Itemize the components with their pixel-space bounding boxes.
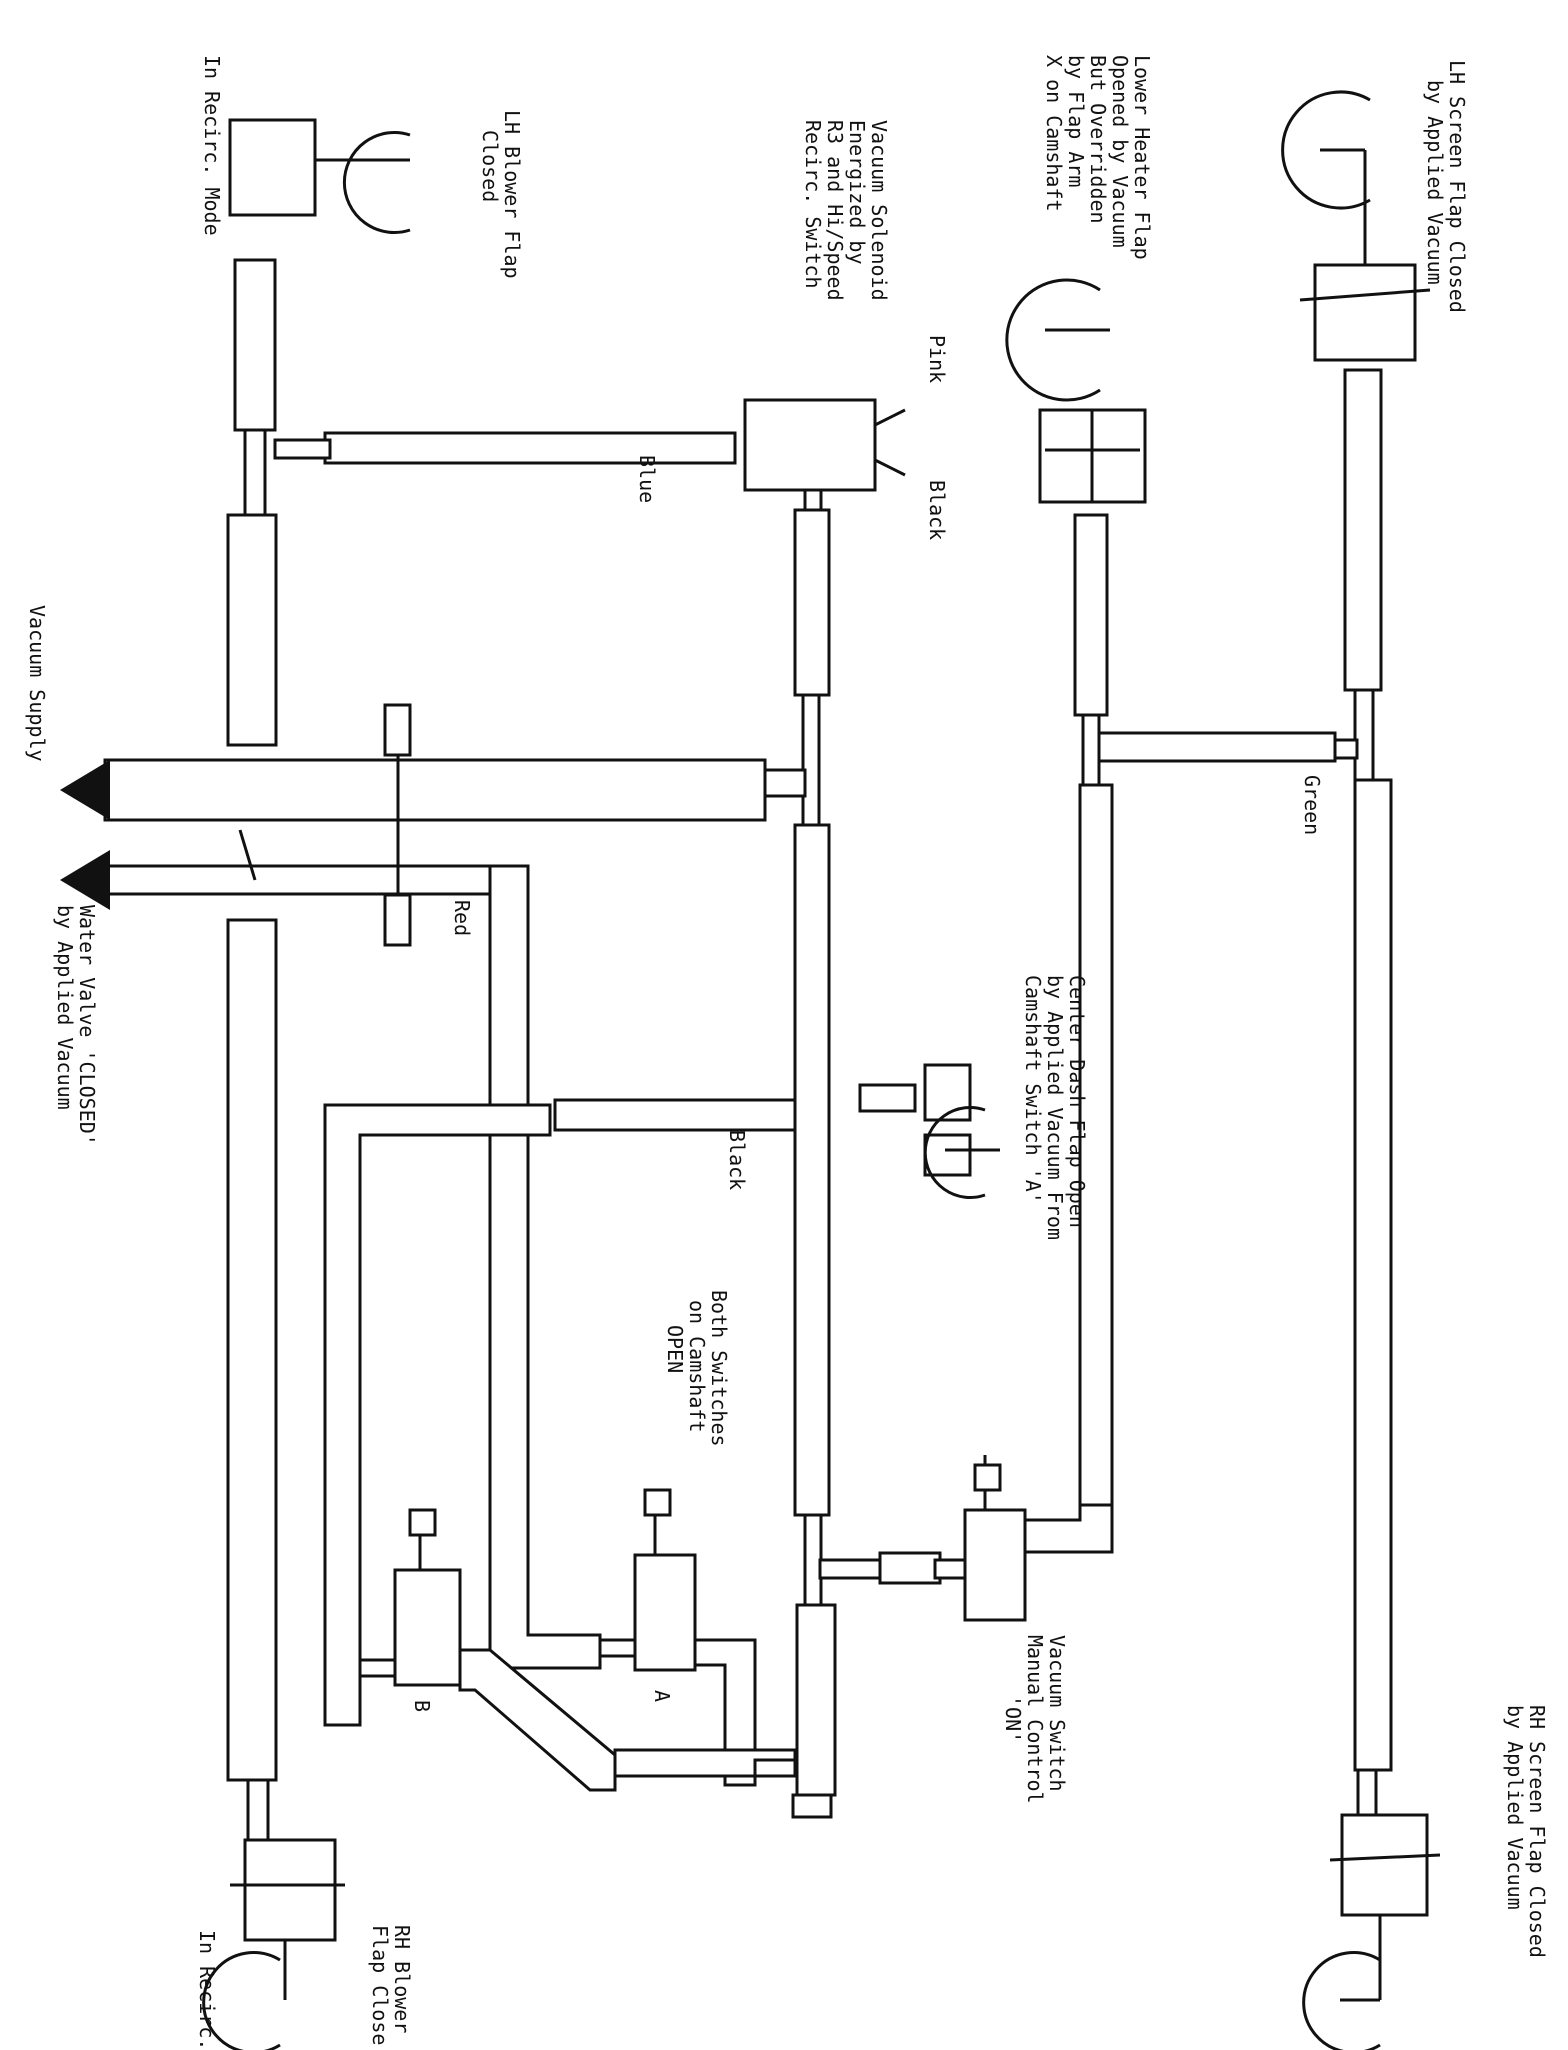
switch-b-supply-pipe <box>323 1103 552 1727</box>
svg-text:Camshaft Switch 'A': Camshaft Switch 'A' <box>1021 975 1045 1204</box>
blue-pipe <box>323 431 737 465</box>
green-pipe <box>1083 731 1337 763</box>
label-red: Red <box>450 900 474 936</box>
svg-text:Opened by Vacuum: Opened by Vacuum <box>1108 55 1132 248</box>
svg-text:by Applied Vacuum From: by Applied Vacuum From <box>1043 975 1067 1240</box>
lower-heater-flap-actuator <box>1005 278 1147 504</box>
svg-text:But Overridden: But Overridden <box>1086 55 1110 224</box>
label-center-dash-flap: Center Dash Flap Open by Applied Vacuum … <box>1021 975 1089 1240</box>
water-valve <box>238 703 412 947</box>
svg-text:LH Blower Flap: LH Blower Flap <box>500 110 524 279</box>
svg-text:Flap Close: Flap Close <box>368 1925 392 2045</box>
lh-screen-flap-actuator <box>1281 90 1431 362</box>
label-water-valve: Water Valve 'CLOSED' by Applied Vacuum <box>53 905 99 1146</box>
label-green: Green <box>1300 775 1324 835</box>
blower-line <box>202 118 411 2050</box>
svg-text:Vacuum Solenoid: Vacuum Solenoid <box>867 120 891 301</box>
label-rh-screen-flap: RH Screen Flap Closed by Applied Vacuum <box>1503 1705 1549 1958</box>
label-switch-b: B <box>410 1700 434 1712</box>
svg-text:Water Valve 'CLOSED': Water Valve 'CLOSED' <box>75 905 99 1146</box>
rh-screen-flap-actuator <box>1302 1813 1441 2050</box>
label-switch-a: A <box>650 1690 674 1702</box>
label-vacuum-solenoid: Vacuum Solenoid Energized by R3 and Hi/S… <box>801 120 891 301</box>
red-pipe <box>60 850 602 1670</box>
label-lh-screen-flap: LH Screen Flap Closed by Applied Vacuum <box>1423 60 1469 313</box>
svg-text:OPEN: OPEN <box>663 1325 687 1373</box>
lower-heater-flap-line <box>1018 513 1114 1554</box>
svg-text:RH Screen Flap Closed: RH Screen Flap Closed <box>1525 1705 1549 1958</box>
svg-text:RH Blower: RH Blower <box>390 1925 414 2033</box>
svg-text:Recirc. Switch: Recirc. Switch <box>801 120 825 289</box>
label-lh-blower-flap: LH Blower Flap Closed <box>478 110 524 279</box>
svg-text:Energized by: Energized by <box>845 120 869 265</box>
svg-text:Center Dash Flap Open: Center Dash Flap Open <box>1065 975 1089 1228</box>
svg-text:on Camshaft: on Camshaft <box>685 1300 709 1432</box>
center-dash-flap-actuator <box>923 1063 1000 1199</box>
label-black-mid: Black <box>725 1130 749 1190</box>
vacuum-solenoid <box>743 398 906 492</box>
label-both-switches: Both Switches on Camshaft OPEN <box>663 1290 731 1447</box>
svg-text:'ON': 'ON' <box>1001 1695 1025 1743</box>
black-pipe-mid <box>553 1098 797 1132</box>
svg-text:by Flap Arm: by Flap Arm <box>1064 55 1088 187</box>
vacuum-switch-manual <box>933 1455 1027 1622</box>
svg-text:by Applied Vacuum: by Applied Vacuum <box>1503 1705 1527 1910</box>
svg-text:by Applied Vacuum: by Applied Vacuum <box>1423 80 1447 285</box>
label-lower-heater-flap: Lower Heater Flap Opened by Vacuum But O… <box>1042 55 1154 260</box>
label-blue: Blue <box>635 455 659 503</box>
screen-flap-line <box>1343 368 1393 1822</box>
svg-text:Both Switches: Both Switches <box>707 1290 731 1447</box>
label-in-recirc-mode-top: In Recirc. Mode <box>200 55 224 236</box>
solenoid-line <box>791 488 962 1819</box>
vacuum-supply-pipe <box>60 758 807 822</box>
svg-text:Manual Control: Manual Control <box>1023 1635 1047 1804</box>
label-black-top: Black <box>925 480 949 540</box>
label-pink: Pink <box>925 335 949 383</box>
svg-text:Vacuum Switch: Vacuum Switch <box>1045 1635 1069 1792</box>
svg-text:LH Screen Flap Closed: LH Screen Flap Closed <box>1445 60 1469 313</box>
label-vacuum-supply: Vacuum Supply <box>25 605 49 762</box>
svg-text:by Applied Vacuum: by Applied Vacuum <box>53 905 77 1110</box>
svg-text:X on Camshaft: X on Camshaft <box>1042 55 1066 212</box>
svg-text:Closed: Closed <box>478 130 502 202</box>
camshaft-switch-a <box>598 1488 757 1787</box>
label-rh-blower-flap: RH Blower Flap Close <box>368 1925 414 2045</box>
svg-text:Lower Heater Flap: Lower Heater Flap <box>1130 55 1154 260</box>
label-vacuum-switch: Vacuum Switch Manual Control 'ON' <box>1001 1635 1069 1804</box>
svg-text:R3 and Hi/Speed: R3 and Hi/Speed <box>823 120 847 301</box>
label-in-recirc-bottom: In Recirc. M <box>195 1930 219 2050</box>
